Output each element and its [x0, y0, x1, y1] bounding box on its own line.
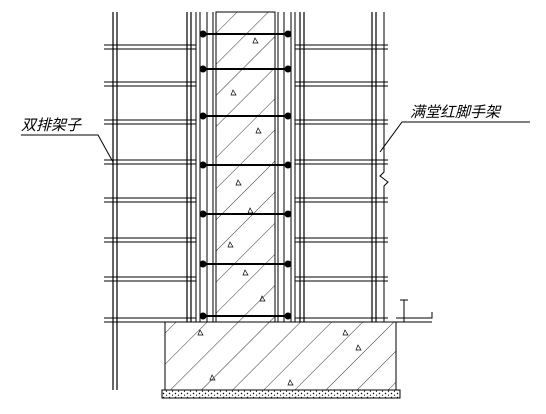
double-row-scaffold-label: 双排架子	[21, 116, 82, 134]
right-label-group: 满堂红脚手架	[379, 103, 530, 153]
double-row-scaffold	[104, 12, 196, 390]
left-leader-line	[21, 134, 114, 163]
tie-bolt	[199, 312, 292, 320]
tie-bolts	[199, 30, 292, 320]
full-hall-scaffold-label: 满堂红脚手架	[410, 103, 502, 121]
formwork	[195, 12, 296, 322]
ground-line	[396, 312, 433, 323]
tie-bolt	[199, 30, 292, 38]
tie-bolt	[199, 65, 292, 73]
tie-bolt	[199, 210, 292, 218]
tie-bolt	[199, 112, 292, 120]
scaffold-ledgers	[104, 44, 196, 323]
concrete-wall	[212, 11, 279, 323]
aggregate-marks	[227, 37, 266, 302]
tie-bolt	[199, 260, 292, 268]
break-line	[379, 12, 389, 322]
hall-ledgers	[295, 44, 388, 323]
left-label-group: 双排架子	[21, 116, 114, 163]
full-hall-scaffold	[295, 12, 389, 323]
right-leader-line	[379, 121, 530, 153]
tie-bolt	[199, 161, 292, 169]
footing	[161, 299, 433, 399]
